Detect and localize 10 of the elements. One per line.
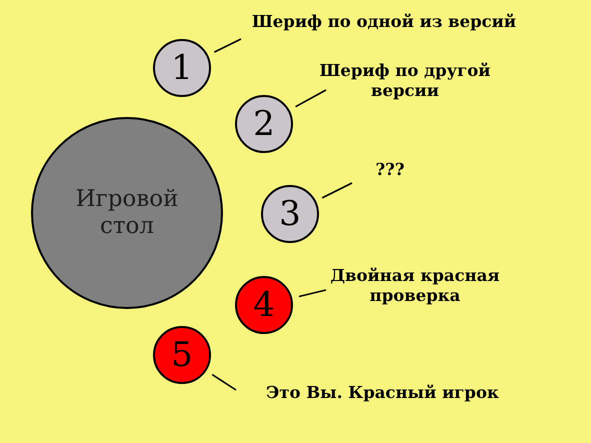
annotation-text: Шериф по одной из версий: [226, 12, 542, 32]
annotation-text: Это Вы. Красный игрок: [240, 383, 525, 403]
annotation-text: ???: [340, 160, 440, 180]
leader-line: [214, 38, 242, 53]
annotation-text: Шериф по другой версии: [305, 61, 505, 101]
leader-line: [212, 374, 236, 391]
leader-line: [298, 289, 326, 298]
leader-line: [295, 89, 326, 108]
leader-line: [322, 182, 352, 199]
annotation-text: Двойная красная проверка: [300, 266, 530, 306]
